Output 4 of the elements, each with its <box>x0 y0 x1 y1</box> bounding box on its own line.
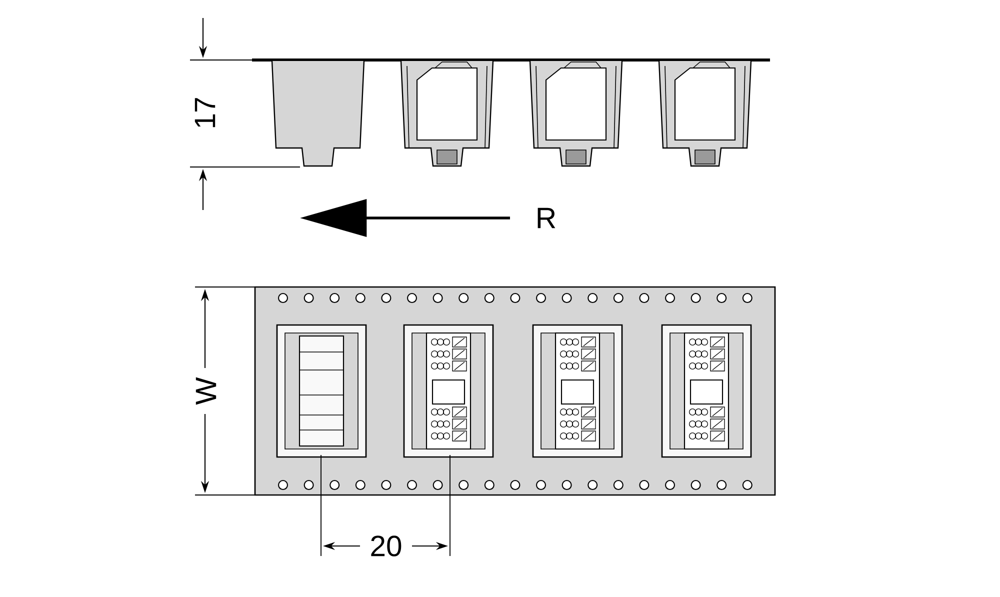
dimension-label: 17 <box>194 98 216 128</box>
direction-label: R <box>538 208 556 228</box>
dimension-label: W <box>196 377 216 405</box>
dimension-label: 20 <box>371 536 402 556</box>
